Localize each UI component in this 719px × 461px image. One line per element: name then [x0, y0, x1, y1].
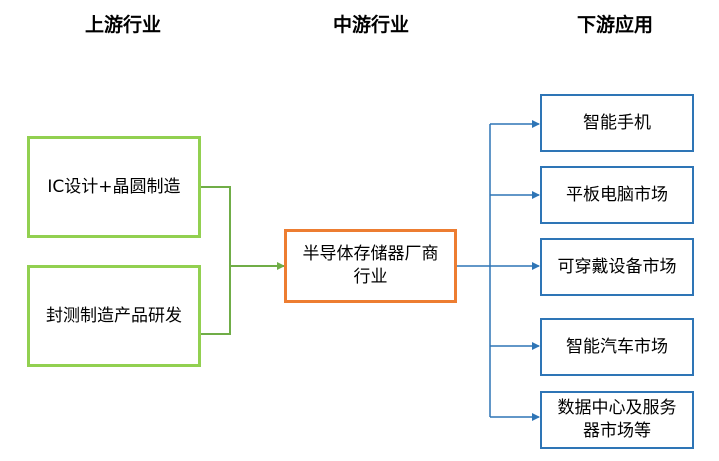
upstream-label: 封测制造产品研发	[46, 305, 182, 326]
downstream-label: 智能手机	[583, 112, 651, 133]
downstream-box-datacenter: 数据中心及服务 器市场等	[540, 391, 694, 449]
title-downstream: 下游应用	[576, 14, 653, 36]
downstream-label: 平板电脑市场	[566, 184, 668, 205]
downstream-box-wearable: 可穿戴设备市场	[540, 238, 694, 296]
downstream-label: 可穿戴设备市场	[557, 256, 677, 277]
downstream-box-tablet: 平板电脑市场	[540, 166, 694, 224]
downstream-label: 智能汽车市场	[566, 336, 668, 357]
midstream-label: 半导体存储器厂商 行业	[302, 244, 439, 287]
upstream-label: IC设计+晶圆制造	[47, 176, 181, 197]
upstream-box-packaging: 封测制造产品研发	[27, 265, 201, 367]
downstream-box-smartphone: 智能手机	[540, 94, 694, 152]
downstream-label: 数据中心及服务 器市场等	[557, 398, 677, 441]
title-midstream: 中游行业	[332, 14, 409, 36]
downstream-box-smart-auto: 智能汽车市场	[540, 318, 694, 376]
connector-upstream-2	[200, 266, 231, 335]
connector-upstream-1	[200, 186, 231, 266]
midstream-box-memory-vendor: 半导体存储器厂商 行业	[284, 229, 457, 303]
title-upstream: 上游行业	[84, 14, 161, 36]
upstream-box-ic-design: IC设计+晶圆制造	[27, 136, 201, 238]
